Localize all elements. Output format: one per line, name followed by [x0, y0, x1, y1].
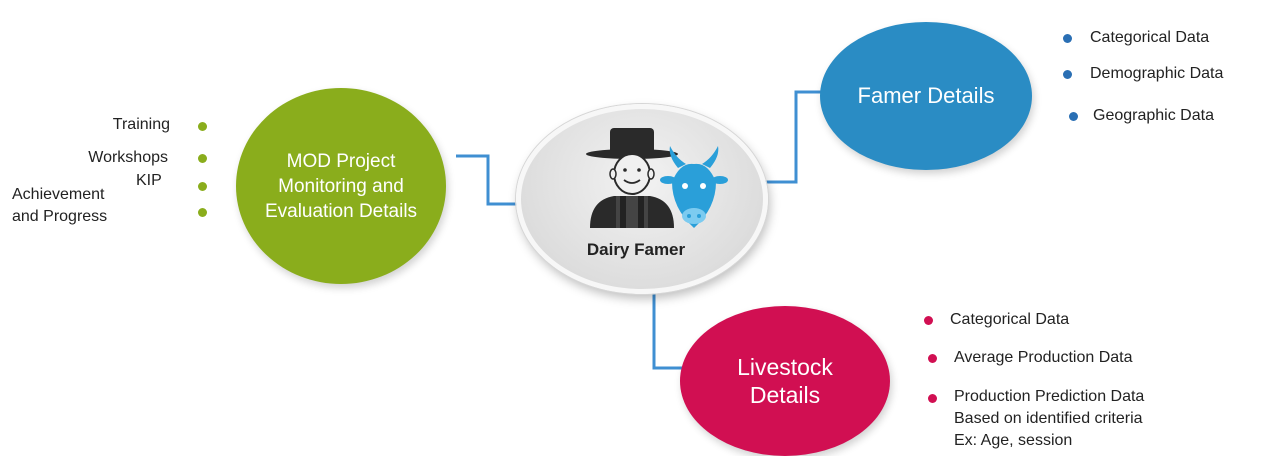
- livestock-title-line2: Details: [749, 382, 821, 408]
- mod-bullet-dot: [198, 208, 207, 217]
- mod-item-workshops: Workshops: [88, 149, 168, 166]
- livestock-item-average: Average Production Data: [954, 349, 1133, 366]
- mod-bullet-dot: [198, 154, 207, 163]
- mod-item-kip: KIP: [136, 172, 162, 189]
- famer-details-node: Famer Details: [820, 22, 1032, 170]
- mod-title-line3: Evaluation Details: [264, 200, 418, 222]
- livestock-item-criteria: Based on identified criteria: [954, 410, 1143, 427]
- mod-item-progress: and Progress: [12, 208, 108, 225]
- livestock-item-prediction: Production Prediction Data: [954, 388, 1145, 405]
- connector-center-to-famer: [756, 90, 826, 184]
- livestock-details-node: Livestock Details: [680, 306, 890, 456]
- connector-center-to-livestock: [652, 280, 688, 370]
- livestock-title-line1: Livestock: [737, 354, 833, 380]
- famer-bullet-dot: [1063, 70, 1072, 79]
- livestock-bullet-dot: [928, 354, 937, 363]
- famer-item-demographic: Demographic Data: [1090, 65, 1224, 82]
- livestock-item-example: Ex: Age, session: [954, 432, 1073, 449]
- livestock-bullet-dot: [928, 394, 937, 403]
- mod-project-node: MOD Project Monitoring and Evaluation De…: [236, 88, 446, 284]
- famer-bullet-dot: [1063, 34, 1072, 43]
- farmer-with-cow-icon: [586, 128, 728, 228]
- mod-bullet-dot: [198, 122, 207, 131]
- mod-item-training: Training: [112, 116, 170, 133]
- famer-item-categorical: Categorical Data: [1090, 29, 1210, 46]
- mod-bullet-dot: [198, 182, 207, 191]
- mod-title-line2: Monitoring and: [278, 175, 404, 197]
- connector-mod-to-center: [456, 154, 522, 206]
- famer-title: Famer Details: [857, 83, 995, 108]
- famer-item-geographic: Geographic Data: [1093, 107, 1214, 124]
- livestock-item-categorical: Categorical Data: [950, 311, 1070, 328]
- dairy-famer-label: Dairy Famer: [586, 240, 686, 259]
- livestock-bullet-dot: [924, 316, 933, 325]
- mod-item-achievement: Achievement: [12, 186, 105, 203]
- mod-title-line1: MOD Project: [286, 150, 396, 172]
- famer-bullet-dot: [1069, 112, 1078, 121]
